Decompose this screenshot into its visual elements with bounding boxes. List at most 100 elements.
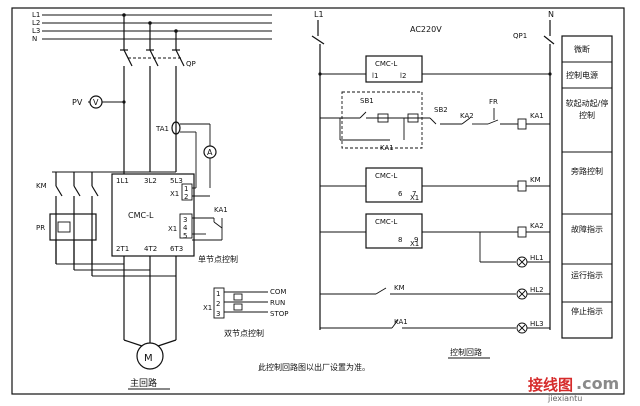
control-circuit-caption: 控制回路 — [450, 347, 482, 357]
km-coil-label: KM — [530, 176, 541, 184]
ctrl-input-2: 3L2 — [144, 177, 157, 185]
thermal-relay-pr: PR — [36, 213, 97, 241]
label-stop: STOP — [270, 310, 288, 318]
legend-column: 微断 控制电源 软起动起/停控制 旁路控制 故障指示 运行指示 停止指示 — [561, 35, 613, 339]
motor-icon — [136, 342, 164, 370]
drawing-frame — [11, 7, 625, 395]
legend-item-bypass: 旁路控制 — [571, 167, 603, 176]
ka2-coil-icon — [517, 226, 527, 238]
ctrl-input-1: 1L1 — [116, 177, 129, 185]
ka1-coil-label: KA1 — [530, 112, 544, 120]
ka1-coil-icon — [517, 118, 527, 130]
svg-text:2: 2 — [184, 193, 188, 201]
sb2-label: SB2 — [434, 106, 448, 114]
svg-text:3: 3 — [183, 216, 187, 224]
legend-item-softstart: 软起动起/停控制 — [565, 99, 609, 120]
voltmeter-icon — [89, 95, 103, 109]
x1-label-mid: X1 — [168, 225, 177, 233]
svg-text:9: 9 — [414, 236, 418, 244]
ctrl-input-3: 5L3 — [170, 177, 183, 185]
controller-name: CMC-L — [128, 211, 154, 220]
hl2-label: HL2 — [530, 286, 544, 294]
legend-item-run: 运行指示 — [571, 271, 603, 280]
current-transformer: TA1 A — [155, 121, 217, 188]
km-coil-icon — [517, 180, 527, 192]
watermark-url: jiexiantu — [547, 394, 582, 403]
svg-text:A: A — [207, 148, 213, 157]
svg-text:1: 1 — [216, 290, 220, 298]
motor: M 主回路 — [123, 339, 177, 390]
ka1-relay: KA1 单节点控制 — [192, 206, 238, 264]
ctrl-output-2: 4T2 — [144, 245, 157, 253]
bypass-label-pr: PR — [36, 224, 45, 232]
ka1-label: KA1 — [214, 206, 228, 214]
svg-text:8: 8 — [398, 236, 402, 244]
watermark-text: 接线图 — [528, 376, 573, 394]
watermark-suffix: .com — [576, 374, 619, 393]
footer-note: 此控制回路图以出厂设置为准。 — [258, 362, 370, 372]
fault-row: CMC-L 8 X1 9 KA2 HL1 — [320, 213, 550, 268]
svg-text:4: 4 — [183, 224, 188, 232]
svg-text:1: 1 — [184, 185, 188, 193]
svg-text:M: M — [144, 353, 153, 364]
ka2-label: KA2 — [460, 112, 474, 120]
svg-text:3: 3 — [216, 310, 220, 318]
phase-label-l2: L2 — [32, 19, 40, 27]
phase-label-n: N — [32, 35, 37, 43]
legend-item-fault: 故障指示 — [571, 225, 603, 234]
ka1-contact2-label: KA1 — [394, 318, 408, 326]
ka1-contact-label: KA1 — [380, 144, 394, 152]
main-circuit: L1 L2 L3 N QP V — [32, 11, 370, 390]
double-node-control: X1 1 2 3 COM RUN STOP 双节点控制 — [203, 287, 288, 338]
bypass-block-name: CMC-L — [375, 172, 397, 180]
main-circuit-caption: 主回路 — [130, 377, 157, 389]
double-x1-label: X1 — [203, 304, 212, 312]
svg-text:2: 2 — [216, 300, 220, 308]
sb1-label: SB1 — [360, 97, 374, 105]
fault-block-name: CMC-L — [375, 218, 397, 226]
svg-text:X1: X1 — [410, 240, 419, 248]
svg-text:V: V — [93, 98, 99, 107]
legend-item-stop: 停止指示 — [571, 307, 603, 316]
double-node-caption: 双节点控制 — [224, 328, 264, 338]
hl3-label: HL3 — [530, 320, 544, 328]
ka2-coil-label: KA2 — [530, 222, 544, 230]
voltmeter: V PV — [72, 95, 126, 109]
phase-label-l1: L1 — [32, 11, 40, 19]
legend-item-power: 控制电源 — [566, 70, 598, 80]
control-circuit: L1 N AC220V QP1 CMC-L l1 l2 SB1 — [311, 10, 555, 359]
supply-voltage: AC220V — [410, 25, 442, 34]
control-right-line-label: N — [548, 10, 554, 19]
phase-label-l3: L3 — [32, 27, 40, 35]
run-indicator-row: KM HL2 — [320, 284, 550, 300]
main-breaker-qp: QP — [120, 49, 196, 68]
control-power-row: CMC-L l1 l2 — [318, 55, 552, 83]
svg-text:l2: l2 — [400, 72, 406, 80]
fr-label: FR — [489, 98, 498, 106]
breaker-label-qp: QP — [186, 60, 196, 68]
svg-text:6: 6 — [398, 190, 403, 198]
breaker-label-qp1: QP1 — [513, 32, 527, 40]
voltmeter-label: PV — [72, 98, 83, 107]
ctrl-output-1: 2T1 — [116, 245, 129, 253]
control-left-line-label: L1 — [314, 10, 324, 19]
x1-label-top: X1 — [170, 190, 179, 198]
label-com: COM — [270, 288, 286, 296]
contactor-label-km: KM — [36, 182, 47, 190]
svg-text:5: 5 — [183, 232, 187, 240]
watermark: 接线图 .com jiexiantu — [528, 374, 619, 403]
start-stop-row: SB1 KA1 SB2 KA2 FR KA1 — [320, 91, 550, 152]
stop-indicator-row: KA1 HL3 — [320, 318, 550, 334]
svg-text:7: 7 — [412, 190, 416, 198]
ct-label: TA1 — [155, 125, 169, 133]
single-node-caption: 单节点控制 — [198, 254, 238, 264]
legend-item-breaker: 微断 — [574, 44, 590, 54]
label-run: RUN — [270, 299, 285, 307]
power-block-name: CMC-L — [375, 60, 397, 68]
ctrl-output-3: 6T3 — [170, 245, 183, 253]
soft-starter-block: 1L1 3L2 5L3 CMC-L 2T1 4T2 6T3 1 2 X1 3 4… — [111, 173, 210, 257]
svg-text:X1: X1 — [410, 194, 419, 202]
hl1-label: HL1 — [530, 254, 544, 262]
km-contact-label: KM — [394, 284, 405, 292]
